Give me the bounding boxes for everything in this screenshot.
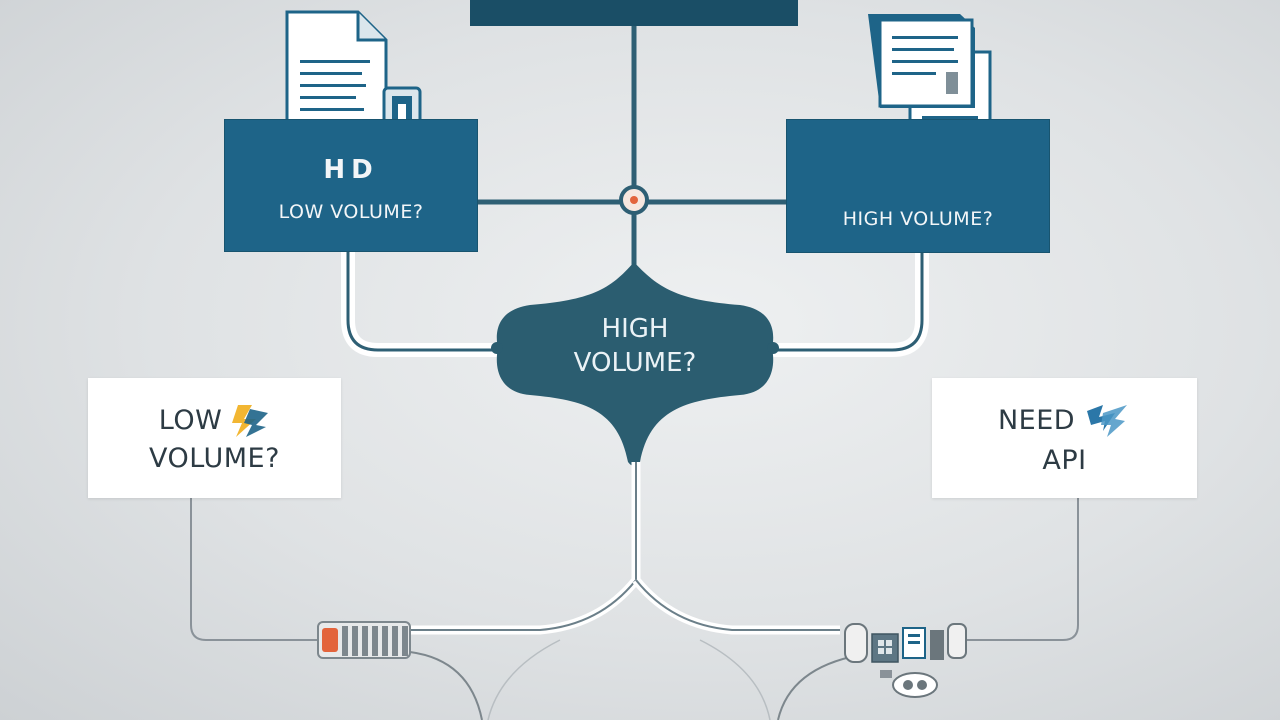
bottom-left-node-line1: LOW [158,405,223,436]
document-icon [285,10,388,132]
bottom-left-node-row1: LOW [159,403,271,439]
top-left-node-label: LOW VOLUME? [278,200,424,223]
lower-right-leg [777,654,861,720]
bottom-left-thin-connector [190,498,318,641]
center-node-line1: HIGH [601,314,669,344]
top-right-node-label: HIGH VOLUME? [842,208,994,230]
center-right-port [767,342,779,354]
lower-right-branch [635,579,840,631]
lower-left-leg-thin [487,639,561,720]
lightning-icon [232,404,269,437]
device-cluster-icon [844,623,967,698]
left-connector-core [346,252,500,352]
bottom-right-node: NEED API [932,378,1197,498]
center-decision-shape [496,262,774,466]
bottom-right-thin-connector [965,498,1079,641]
junction-node-center [630,196,638,204]
top-left-node: HD LOW VOLUME? [224,119,478,252]
lower-right-leg-thin [699,639,771,720]
top-right-node: HIGH VOLUME? [786,119,1050,253]
lower-left-branch-white [410,577,640,635]
center-node-label: HIGH VOLUME? [535,312,735,380]
lightning-icon [1087,404,1128,437]
bottom-left-node-line2: VOLUME? [149,442,280,474]
top-left-node-glyph: HD [323,154,379,185]
bottom-right-node-line1: NEED [997,405,1076,436]
lower-left-branch [410,579,637,631]
server-rack-icon [317,621,411,659]
right-white-connector [770,252,929,357]
center-node-line2: VOLUME? [573,348,697,378]
right-connector-core [770,252,924,352]
center-left-port [491,342,503,354]
lower-right-branch-white [632,577,840,635]
top-node-bar [470,0,798,26]
left-white-connector [341,252,500,357]
bottom-right-node-row1: NEED [998,401,1131,441]
bottom-left-node: LOW VOLUME? [88,378,341,498]
lower-left-leg [409,651,483,720]
bottom-right-node-line2: API [1042,444,1087,476]
